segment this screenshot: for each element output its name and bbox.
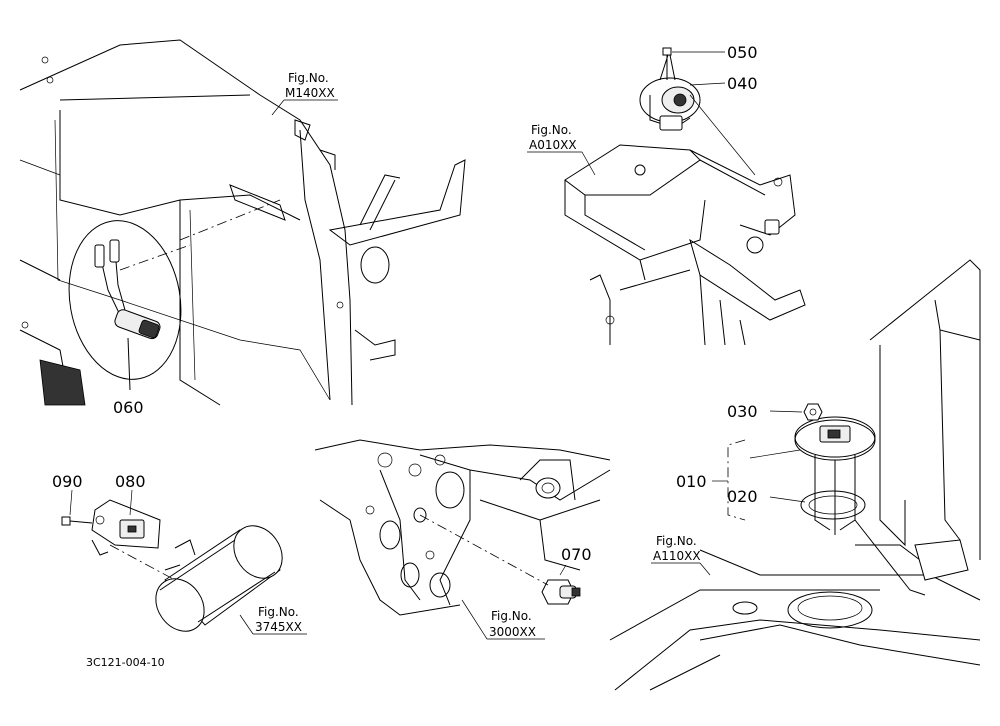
fig-ref-m140: Fig.No. M140XX [271, 71, 338, 116]
axis-070 [419, 514, 549, 586]
leader-010 [749, 449, 801, 459]
bracket-top-left [294, 119, 466, 361]
fig-ref-a010-line1: Fig.No. [531, 123, 572, 137]
fig-ref-3000-line2: 3000XX [489, 625, 536, 639]
part-label-060: 060 [113, 398, 144, 417]
fig-ref-3745-line2: 3745XX [255, 620, 302, 634]
cylinder-part [155, 525, 283, 632]
part-label-010: 010 [676, 472, 707, 491]
leader-040 [689, 82, 726, 86]
part-label-020: 020 [727, 487, 758, 506]
axis-080 [109, 544, 176, 581]
leader-070 [559, 564, 567, 576]
part-label-070: 070 [561, 545, 592, 564]
screw-090 [61, 516, 93, 526]
fig-ref-a010-line2: A010XX [529, 138, 577, 152]
fig-ref-m140-line1: Fig.No. [288, 71, 329, 85]
panel-assembly [19, 39, 353, 406]
fig-ref-3745: Fig.No. 3745XX [239, 605, 307, 635]
part-label-030: 030 [727, 402, 758, 421]
sensor-040 [639, 54, 701, 131]
fig-ref-3000-line1: Fig.No. [491, 609, 532, 623]
switch-070 [541, 579, 581, 605]
part-label-050: 050 [727, 43, 758, 62]
fig-ref-3745-line1: Fig.No. [258, 605, 299, 619]
bolt-050 [662, 47, 672, 80]
part-label-080: 080 [115, 472, 146, 491]
leader-040-ext [689, 94, 756, 176]
fig-ref-m140-line2: M140XX [285, 86, 335, 100]
leader-090 [69, 489, 73, 516]
fig-ref-a110-line2: A110XX [653, 549, 701, 563]
part-label-040: 040 [727, 74, 758, 93]
fig-ref-3000: Fig.No. 3000XX [461, 599, 545, 640]
leader-030 [769, 410, 803, 413]
sensor-080 [91, 499, 161, 556]
bracket-010 [727, 439, 746, 521]
nut-030 [803, 403, 823, 421]
fig-ref-a110: Fig.No. A110XX [651, 534, 711, 576]
leader-060 [127, 337, 131, 391]
fuel-tank [609, 259, 981, 691]
engine-block [314, 439, 611, 616]
document-code: 3C121-004-10 [86, 656, 165, 669]
fuel-sender-010 [794, 416, 969, 596]
sensor-060 [94, 239, 161, 340]
fig-ref-a010: Fig.No. A010XX [527, 123, 596, 176]
gasket-020 [800, 490, 866, 520]
part-label-090: 090 [52, 472, 83, 491]
leader-020 [769, 496, 806, 503]
bracket-assembly [564, 144, 806, 346]
leader-080 [129, 489, 133, 516]
fig-ref-a110-line1: Fig.No. [656, 534, 697, 548]
